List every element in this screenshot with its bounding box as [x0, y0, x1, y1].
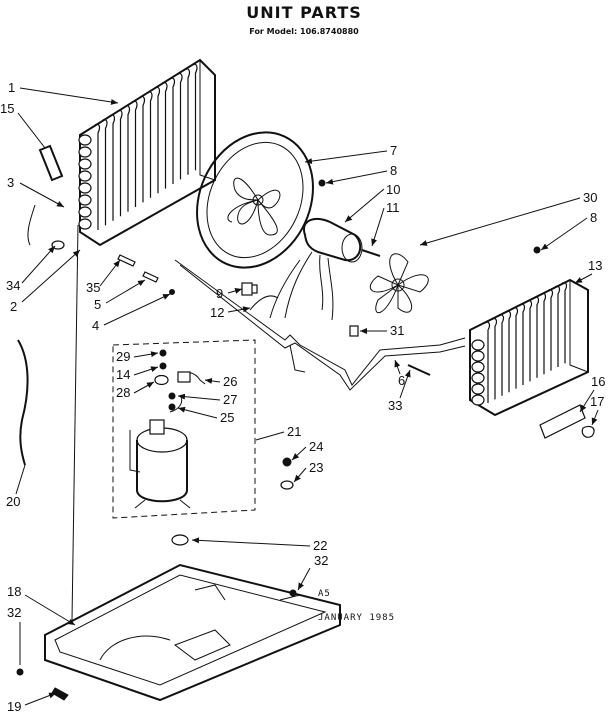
- fan-blade: [369, 253, 429, 314]
- callout: 29: [116, 349, 130, 364]
- callout: 8: [590, 210, 597, 225]
- callout: 14: [116, 367, 130, 382]
- screw-4: [169, 289, 175, 295]
- callout: 20: [6, 494, 20, 509]
- tube-insulation: [407, 364, 431, 376]
- grommet: [581, 425, 595, 438]
- callout: 27: [223, 392, 237, 407]
- refrigerant-tubing: [174, 259, 466, 391]
- callout: 9: [216, 286, 223, 301]
- callout: 23: [309, 460, 323, 475]
- evaporator-coil: [469, 278, 589, 417]
- screw-8b: [533, 246, 541, 254]
- callout: 35: [86, 280, 100, 295]
- callout: 15: [0, 101, 14, 116]
- terminal-parts: [154, 349, 206, 413]
- callout: 7: [390, 143, 397, 158]
- compressor: [129, 419, 191, 509]
- callout: 13: [588, 258, 602, 273]
- callout: 26: [223, 374, 237, 389]
- revision-date: JANUARY 1985: [318, 613, 395, 623]
- callout: 10: [386, 182, 400, 197]
- fitting-5: [142, 271, 159, 283]
- callout: 11: [386, 200, 400, 215]
- callout: 5: [94, 297, 101, 312]
- callouts: 1 15 3 34 2 35 5 4 7 8 10 11 30 8 13 9 1: [0, 80, 605, 714]
- screw-32: [289, 589, 297, 597]
- callout: 28: [116, 385, 130, 400]
- drain-plug: [539, 404, 586, 439]
- callout: 32: [314, 553, 328, 568]
- callout: 34: [6, 278, 20, 293]
- callout: 8: [390, 163, 397, 178]
- callout: 33: [388, 398, 402, 413]
- callout: 3: [7, 175, 14, 190]
- callout: 22: [313, 538, 327, 553]
- support-line: [71, 224, 79, 621]
- callout: 6: [398, 373, 405, 388]
- callout: 2: [10, 299, 17, 314]
- screw-8: [318, 179, 326, 187]
- base-pan: [44, 563, 341, 702]
- model-number: For Model: 106.8740880: [249, 27, 359, 36]
- strap: [241, 282, 253, 296]
- callout: 31: [390, 323, 404, 338]
- callout: 21: [287, 424, 301, 439]
- callout: 17: [590, 394, 604, 409]
- callout: 25: [220, 410, 234, 425]
- washer-23: [280, 480, 294, 490]
- fan-motor: [269, 217, 381, 321]
- mount-22: [171, 534, 189, 546]
- callout: 30: [583, 190, 597, 205]
- compressor-group-box: [112, 339, 256, 519]
- callout: 32: [7, 605, 21, 620]
- callout: 12: [210, 305, 224, 320]
- callout: 19: [7, 699, 21, 714]
- blower-shroud: [196, 131, 314, 269]
- bracket-3: [27, 204, 36, 246]
- clip: [349, 325, 359, 337]
- drain-tube: [17, 339, 29, 466]
- grommet-24: [282, 457, 292, 467]
- condenser-coil: [38, 58, 216, 247]
- fitting-35: [117, 254, 136, 267]
- screw-19: [51, 687, 69, 701]
- grommet-34: [51, 240, 65, 250]
- callout: 18: [7, 584, 21, 599]
- screw-32b: [16, 668, 24, 676]
- callout: 4: [92, 318, 99, 333]
- revision-code: A5: [318, 589, 331, 599]
- callout: 24: [309, 439, 323, 454]
- diagram-title: UNIT PARTS: [246, 3, 362, 22]
- callout: 1: [8, 80, 15, 95]
- callout: 16: [591, 374, 605, 389]
